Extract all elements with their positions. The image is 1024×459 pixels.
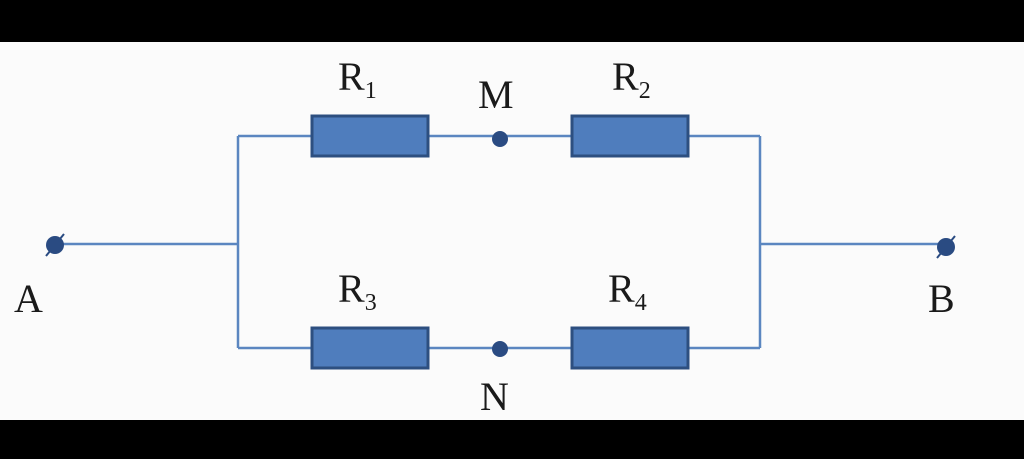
- resistor-r4: [570, 326, 690, 370]
- resistor-r4-letter: R: [608, 266, 635, 311]
- node-m-label: M: [478, 72, 514, 117]
- resistor-r1-label: R1: [338, 54, 377, 104]
- node-m-dot: [492, 131, 508, 147]
- resistor-r2-index: 2: [639, 78, 651, 104]
- resistor-r3-label: R3: [338, 266, 377, 316]
- resistor-r2-letter: R: [612, 54, 639, 99]
- resistor-r2: [570, 114, 690, 158]
- letterbox-bottom: [0, 420, 1024, 459]
- resistor-r1-letter: R: [338, 54, 365, 99]
- diagram-canvas: [0, 42, 1024, 420]
- wires: [55, 134, 946, 350]
- resistor-r4-index: 4: [635, 290, 647, 316]
- letterbox-top: [0, 0, 1024, 42]
- resistor-r2-label: R2: [612, 54, 651, 104]
- terminal-a-dot: [45, 233, 65, 257]
- node-n-dot: [492, 341, 508, 357]
- terminal-b-label: B: [928, 276, 955, 321]
- terminal-a-label: A: [14, 276, 43, 321]
- resistor-r3: [310, 326, 430, 370]
- resistor-r1: [310, 114, 430, 158]
- resistor-r3-letter: R: [338, 266, 365, 311]
- resistor-r4-label: R4: [608, 266, 647, 316]
- terminal-b-dot: [936, 235, 956, 259]
- node-n-label: N: [480, 374, 509, 419]
- resistor-r3-index: 3: [365, 290, 377, 316]
- resistor-r1-index: 1: [365, 78, 377, 104]
